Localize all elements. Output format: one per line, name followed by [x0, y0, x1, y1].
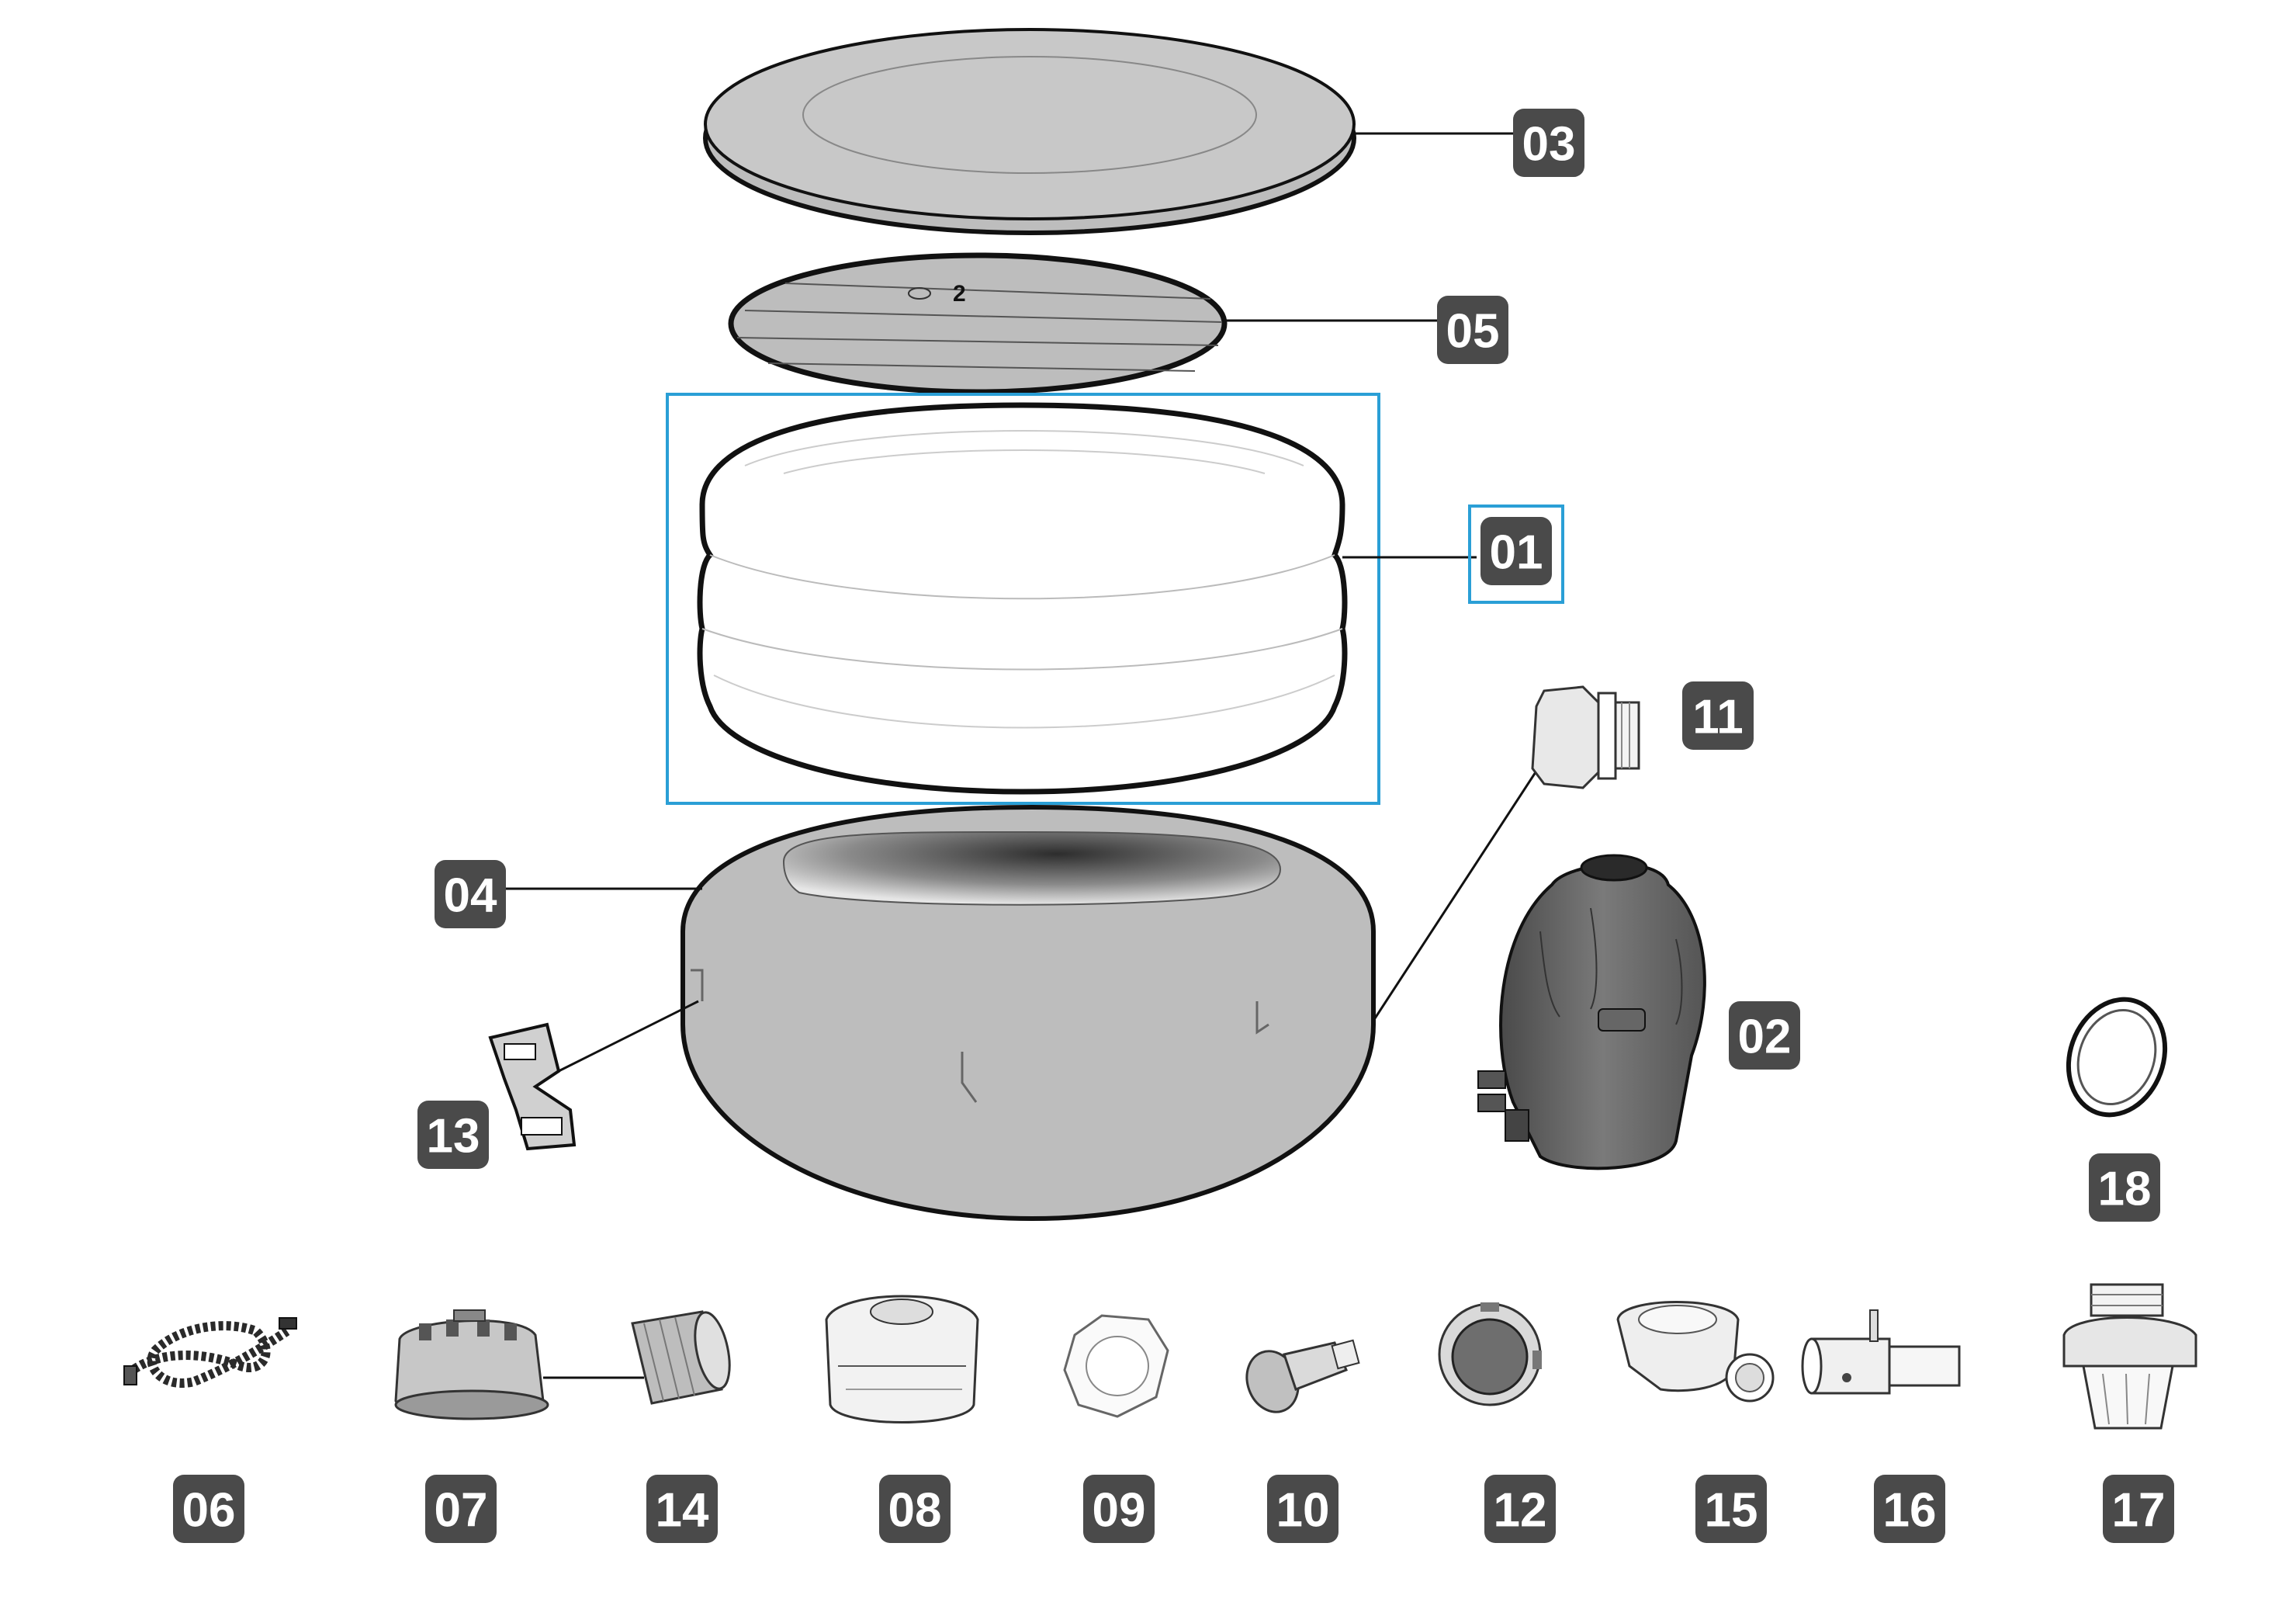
callout-badge-17[interactable]: 17 [2103, 1475, 2174, 1543]
callout-badge-label: 05 [1446, 305, 1500, 359]
pump-unit-icon[interactable] [1477, 854, 1706, 1170]
filter-housing-icon[interactable] [394, 1309, 549, 1420]
callout-badge-label: 11 [1692, 691, 1744, 744]
callout-badge-06[interactable]: 06 [173, 1475, 244, 1543]
callout-badge-bg [1695, 1475, 1767, 1543]
callout-badge-label: 04 [444, 869, 497, 923]
callout-badge-label: 14 [656, 1484, 709, 1538]
callout-badge-10[interactable]: 10 [1267, 1475, 1338, 1543]
callout-badge-label: 15 [1705, 1484, 1758, 1538]
callout-badge-label: 18 [2098, 1163, 2152, 1216]
callout-badge-bg [1874, 1475, 1945, 1543]
callout-badge-label: 17 [2112, 1484, 2166, 1538]
callout-badge-04[interactable]: 04 [435, 860, 506, 928]
leader-line-11 [1372, 756, 1547, 1021]
callout-badge-label: 13 [427, 1110, 480, 1163]
inner-liner-icon[interactable] [697, 402, 1348, 795]
floor-mat-marker: 2 [953, 281, 966, 307]
callout-badge-label: 08 [888, 1484, 942, 1538]
callout-badge-03[interactable]: 03 [1513, 109, 1584, 177]
callout-badge-bg [1729, 1001, 1800, 1070]
callout-badge-bg [1682, 681, 1754, 750]
callout-badge-05[interactable]: 05 [1437, 296, 1508, 364]
callout-badge-bg [425, 1475, 497, 1543]
leader-line-13 [558, 1000, 699, 1073]
outer-wall-icon[interactable] [680, 804, 1376, 1222]
callout-badge-bg [2103, 1475, 2174, 1543]
callout-badge-bg [435, 860, 506, 928]
hose-icon[interactable] [123, 1317, 297, 1388]
callout-badge-bg [1513, 109, 1584, 177]
callout-badge-16[interactable]: 16 [1874, 1475, 1945, 1543]
valve-connector-icon[interactable] [1531, 685, 1640, 789]
o-ring-icon[interactable] [2053, 986, 2181, 1129]
callout-badge-09[interactable]: 09 [1083, 1475, 1155, 1543]
drain-cap-icon[interactable] [1438, 1302, 1542, 1406]
callout-badge-bg [879, 1475, 951, 1543]
callout-badge-01[interactable]: 01 [1480, 517, 1552, 585]
callout-badge-08[interactable]: 08 [879, 1475, 951, 1543]
lock-ring-icon[interactable] [1063, 1314, 1169, 1418]
callout-badge-label: 06 [182, 1484, 236, 1538]
drain-plug-icon[interactable] [1238, 1339, 1360, 1420]
callout-badge-bg [1437, 296, 1508, 364]
callout-badge-bg [1083, 1475, 1155, 1543]
callout-badge-07[interactable]: 07 [425, 1475, 497, 1543]
cover-icon[interactable] [703, 28, 1356, 235]
callout-badge-bg [417, 1101, 489, 1169]
callout-badge-label: 10 [1276, 1484, 1330, 1538]
callout-badge-bg [1484, 1475, 1556, 1543]
filter-cartridge-icon[interactable] [631, 1309, 736, 1405]
callout-badge-bg [1480, 517, 1552, 585]
callout-badge-bg [2089, 1153, 2160, 1222]
buckle-icon[interactable] [488, 1022, 577, 1151]
floor-mat-icon[interactable]: 2 [728, 252, 1228, 395]
callout-badge-label: 16 [1883, 1484, 1937, 1538]
strainer-cap-icon[interactable] [825, 1295, 979, 1423]
inflation-valve-icon[interactable] [2062, 1283, 2197, 1430]
selection-highlight-part-01 [666, 393, 1380, 805]
callout-badge-label: 09 [1093, 1484, 1146, 1538]
callout-badge-label: 02 [1738, 1011, 1792, 1064]
callout-badge-bg [1267, 1475, 1338, 1543]
elbow-connector-icon[interactable] [1616, 1301, 1775, 1403]
callout-badge-15[interactable]: 15 [1695, 1475, 1767, 1543]
callout-badge-18[interactable]: 18 [2089, 1153, 2160, 1222]
callout-badge-14[interactable]: 14 [646, 1475, 718, 1543]
selection-highlight-badge-01 [1468, 505, 1564, 604]
callout-badge-label: 07 [435, 1484, 488, 1538]
callout-badge-label: 03 [1522, 118, 1576, 172]
callout-badge-12[interactable]: 12 [1484, 1475, 1556, 1543]
callout-badge-11[interactable]: 11 [1682, 681, 1754, 750]
callout-badge-bg [173, 1475, 244, 1543]
inflation-adapter-icon[interactable] [1801, 1309, 1961, 1395]
callout-badge-13[interactable]: 13 [417, 1101, 489, 1169]
callout-badge-label: 01 [1490, 526, 1543, 580]
callout-badge-bg [646, 1475, 718, 1543]
callout-badge-label: 12 [1494, 1484, 1547, 1538]
callout-badge-02[interactable]: 02 [1729, 1001, 1800, 1070]
